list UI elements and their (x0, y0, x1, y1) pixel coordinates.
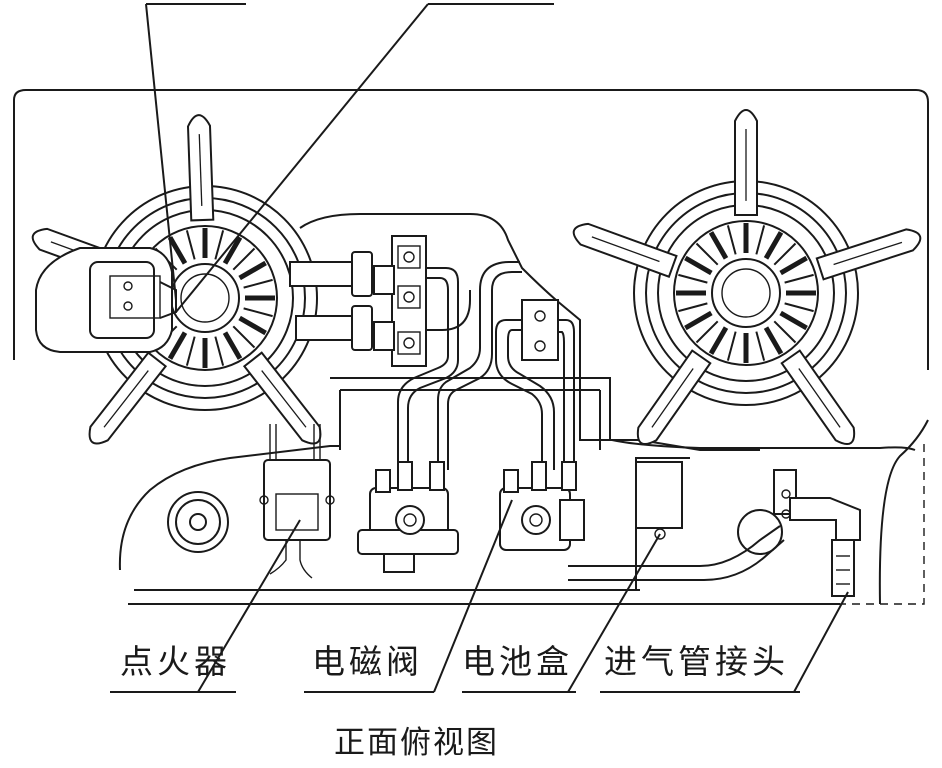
top-leader-lines (145, 3, 554, 313)
burner-fin (684, 255, 713, 276)
burner-fin (243, 307, 273, 318)
label-battery-box-text: 电池盒 (462, 642, 573, 681)
burner-fin (755, 331, 766, 361)
label-battery-box: 电池盒 (462, 533, 661, 693)
left-burner (31, 114, 322, 445)
burner-fin (779, 255, 808, 276)
pan-support-prong (636, 349, 712, 445)
label-gas-inlet-connector-text: 进气管接头 (604, 642, 789, 681)
right-burner (572, 109, 922, 445)
burner-fin (185, 336, 196, 366)
burner-fin (695, 320, 719, 344)
pan-support-inner-line (651, 368, 694, 428)
label-gas-inlet-connector: 进气管接头 (600, 591, 849, 693)
stove-body-outline (13, 89, 929, 605)
label-igniter: 点火器 (110, 519, 301, 693)
valve-assembly (289, 235, 585, 573)
burner-fin (708, 231, 729, 260)
burner-fin (784, 302, 814, 313)
burner-fin (708, 326, 729, 355)
pan-support-inner-line (198, 134, 203, 206)
burner-fin (214, 230, 225, 260)
burner-fin (755, 225, 766, 255)
burner-fin (763, 231, 784, 260)
label-solenoid-valve-text: 电磁阀 (312, 642, 423, 681)
right-pan-supports (572, 109, 922, 445)
caption: 正面俯视图 (334, 725, 499, 761)
pan-support-prong (572, 222, 678, 278)
burner-fin (726, 331, 737, 361)
pan-support-inner-line (261, 370, 307, 428)
burner-fin (726, 225, 737, 255)
label-igniter-text: 点火器 (120, 642, 231, 681)
label-solenoid-valve: 电磁阀 (304, 499, 513, 693)
pan-support-inner-line (103, 370, 149, 428)
burner-fin (678, 273, 708, 284)
burner-fin (222, 331, 243, 360)
burner-fin (214, 336, 225, 366)
burner-fin (167, 236, 188, 265)
burner-fin (222, 236, 243, 265)
burner-fin (695, 242, 719, 266)
pan-support-inner-line (833, 241, 903, 266)
front-components (167, 424, 861, 597)
burner-fin (232, 325, 256, 349)
burner-fin (232, 247, 256, 271)
burner-fin (684, 310, 713, 331)
burner-fin (784, 273, 814, 284)
burner-fin (773, 320, 797, 344)
burner-fin (185, 230, 196, 260)
burner-fin (243, 278, 273, 289)
burner-fin (238, 260, 267, 281)
burner-fin (167, 331, 188, 360)
pan-support-prong (780, 349, 856, 445)
burner-fin (773, 242, 797, 266)
pan-support-inner-line (591, 236, 660, 263)
pan-support-prong (815, 228, 922, 281)
burner-fin (763, 326, 784, 355)
burner-fin (678, 302, 708, 313)
pan-support-inner-line (798, 368, 841, 428)
burner-fin (238, 315, 267, 336)
right-burner-fins (676, 223, 816, 363)
burner-fin (779, 310, 808, 331)
